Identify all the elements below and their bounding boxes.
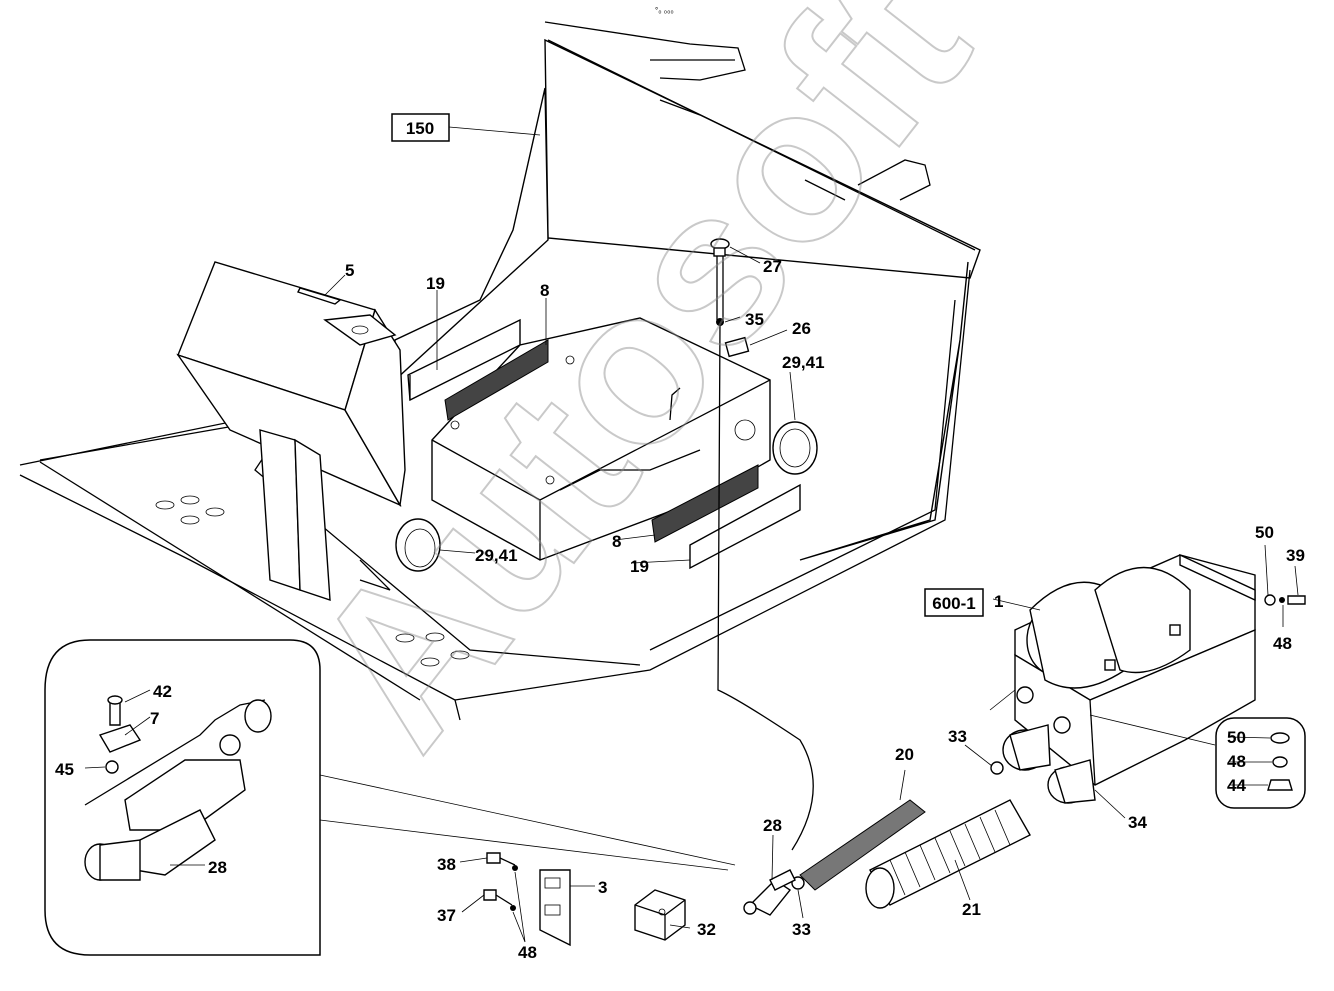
callout-48-inset: 48: [1227, 752, 1246, 771]
callout-labels: 5 19 8 27 35 26 29,41 29,41 8 19 1 50 39…: [55, 257, 1305, 962]
bolt-37: [483, 889, 516, 911]
callout-7: 7: [150, 709, 159, 728]
callout-8-right: 8: [612, 532, 621, 551]
fastener-set-top-right: [1264, 594, 1306, 606]
callout-34: 34: [1128, 813, 1147, 832]
callout-45: 45: [55, 760, 74, 779]
callout-19-right: 19: [630, 557, 649, 576]
callout-29-41-right: 29,41: [782, 353, 825, 372]
hose-21: [865, 799, 1031, 909]
ref-box-150: 150: [391, 113, 541, 142]
callout-8-left: 8: [540, 281, 549, 300]
callout-48-lower: 48: [518, 943, 537, 962]
callout-50-inset: 50: [1227, 728, 1246, 747]
water-valve-28: [743, 869, 796, 916]
callout-29-41-left: 29,41: [475, 546, 518, 565]
callout-48-top: 48: [1273, 634, 1292, 653]
heater-unit: [1002, 553, 1256, 804]
duct-ring-right: [772, 421, 818, 475]
callout-42: 42: [153, 682, 172, 701]
callout-33-lower: 33: [792, 920, 811, 939]
valve-detail-inset: [44, 639, 321, 956]
bolt-38: [486, 852, 518, 871]
callout-28-main: 28: [763, 816, 782, 835]
callout-leaders: [84, 246, 1299, 943]
callout-35: 35: [745, 310, 764, 329]
clamp-33-upper: [990, 761, 1004, 775]
hose-20: [799, 799, 926, 891]
wing-screw-5: [297, 287, 342, 305]
clamp-block-32: [634, 889, 686, 941]
callout-39: 39: [1286, 546, 1305, 565]
label-plate-26: [724, 336, 750, 358]
callout-44: 44: [1227, 776, 1246, 795]
callout-38: 38: [437, 855, 456, 874]
filter-strip-19-left: [407, 318, 521, 402]
control-cable: [717, 321, 814, 851]
ref-box-600-1: 600-1: [924, 588, 984, 617]
grille-8-right: [651, 464, 759, 543]
callout-1: 1: [994, 592, 1003, 611]
duct-ring-left: [395, 518, 441, 572]
svg-text:600-1: 600-1: [932, 594, 975, 613]
callout-26: 26: [792, 319, 811, 338]
callout-19-left: 19: [426, 274, 445, 293]
bracket-3: [539, 869, 571, 947]
callout-28-detail: 28: [208, 858, 227, 877]
callout-20: 20: [895, 745, 914, 764]
callout-50-top: 50: [1255, 523, 1274, 542]
detail-leader-lower: [319, 819, 729, 871]
control-knob-27: [710, 238, 730, 326]
callout-21: 21: [962, 900, 981, 919]
detail-leader-upper: [319, 774, 736, 866]
callout-32: 32: [697, 920, 716, 939]
callout-3: 3: [598, 878, 607, 897]
header-mark: °₀ ₀₀₀: [655, 6, 674, 15]
callout-27: 27: [763, 257, 782, 276]
fastener-inset: [1215, 717, 1306, 809]
callout-33-upper: 33: [948, 727, 967, 746]
callout-5: 5: [345, 261, 354, 280]
callout-37: 37: [437, 906, 456, 925]
svg-text:150: 150: [406, 119, 434, 138]
grille-8-left: [444, 339, 549, 421]
